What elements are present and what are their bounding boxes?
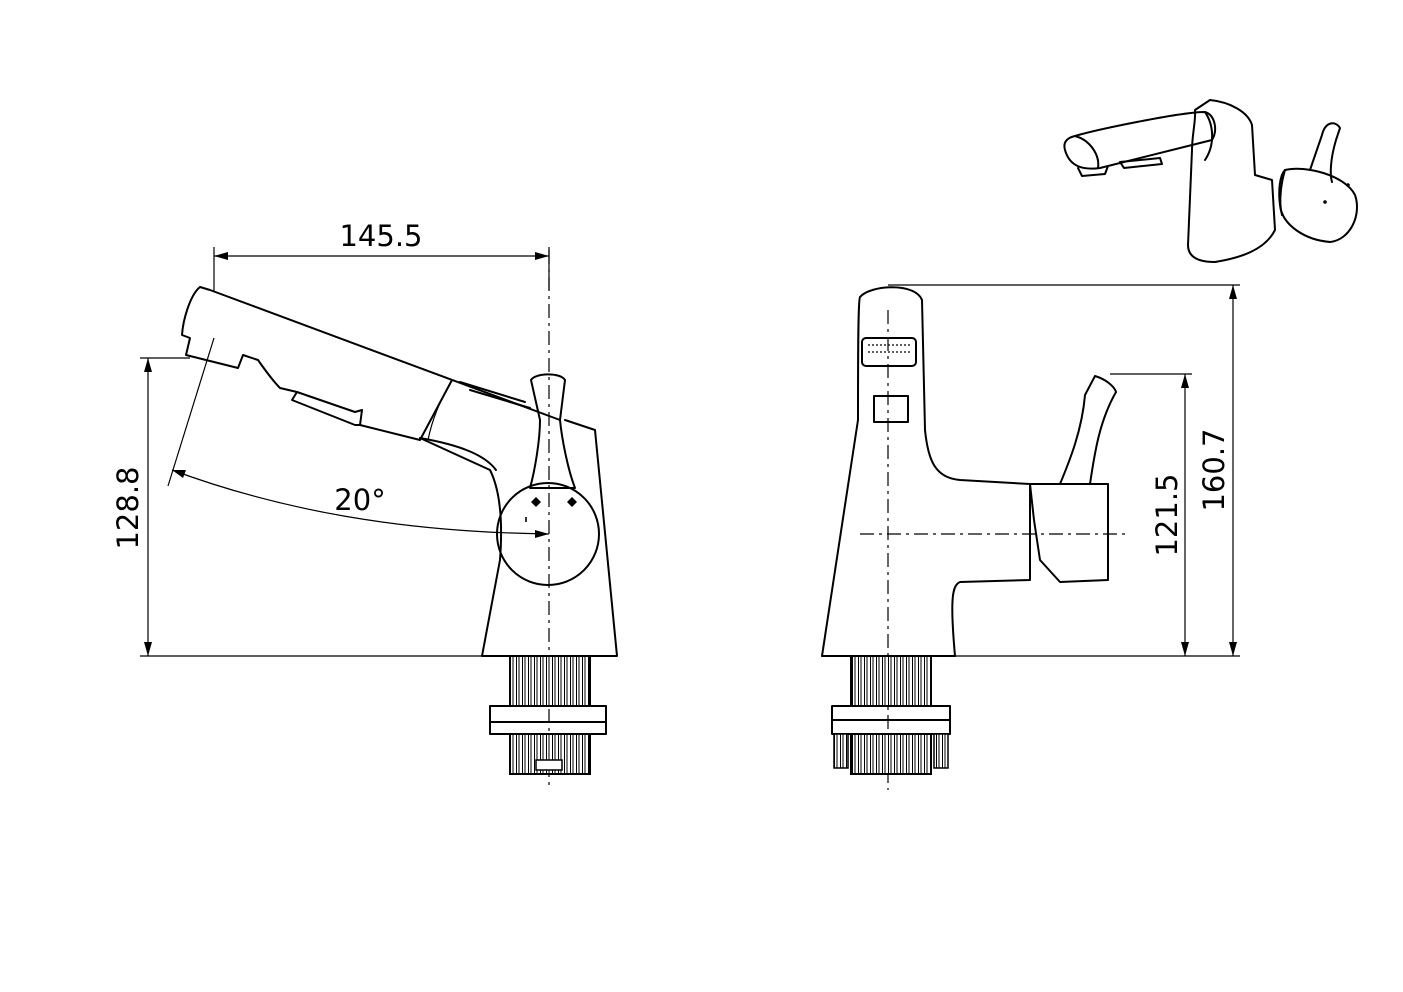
side-spout xyxy=(181,286,561,441)
front-handle xyxy=(1029,483,1109,583)
dim-angle-20: 20° xyxy=(334,483,385,517)
front-body xyxy=(821,286,1031,657)
side-shank xyxy=(509,655,591,707)
front-shank xyxy=(850,655,932,707)
iso-knob xyxy=(1278,167,1358,243)
side-view: 145.5 128.8 20° xyxy=(111,219,618,790)
dim-height-121: 121.5 xyxy=(1150,473,1184,556)
side-body xyxy=(419,419,618,657)
iso-lever xyxy=(1309,122,1341,183)
front-shank-lower xyxy=(850,733,932,775)
front-outlet xyxy=(861,337,917,367)
iso-body xyxy=(1187,99,1276,263)
dim-width-145: 145.5 xyxy=(339,219,422,253)
side-lever xyxy=(529,373,576,489)
front-view: 160.7 121.5 xyxy=(821,284,1240,790)
dim-height-160: 160.7 xyxy=(1197,428,1231,511)
dim-height-128: 128.8 xyxy=(111,466,145,549)
isometric-view xyxy=(1063,99,1358,263)
side-knob xyxy=(496,482,600,586)
